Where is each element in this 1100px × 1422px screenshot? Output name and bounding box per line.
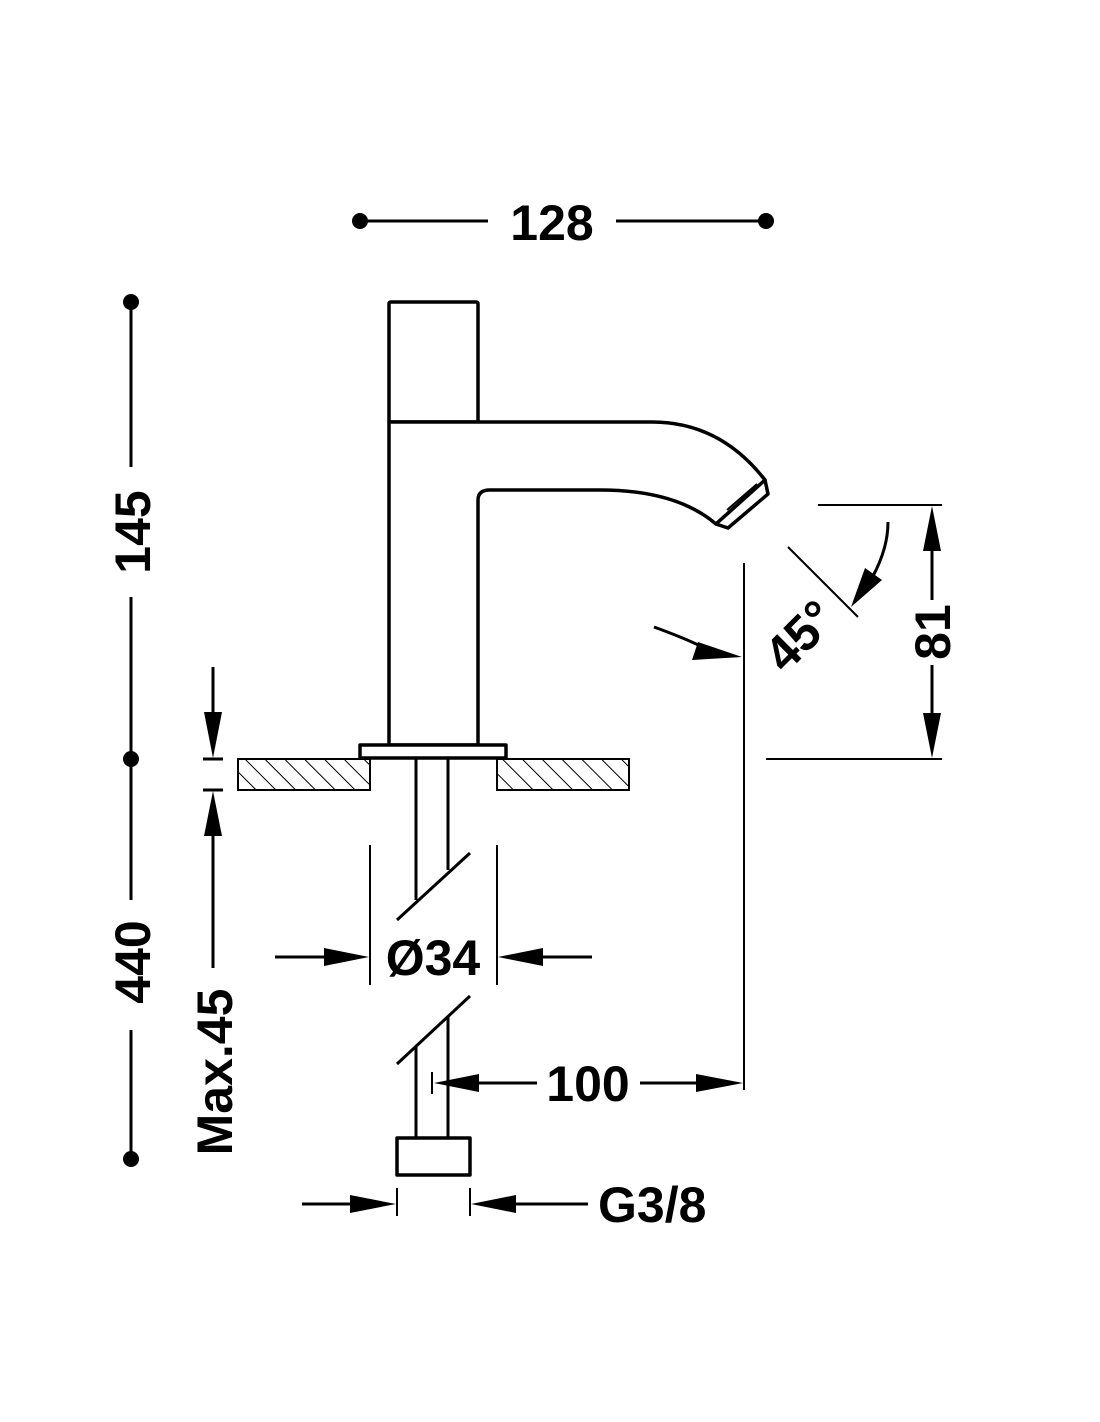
deck-dim-arrow-down (204, 712, 222, 758)
faucet-aerator (714, 478, 770, 530)
countertop-left-section (237, 758, 371, 791)
base-diameter-dimension: Ø34 (275, 845, 592, 986)
height-dim-label: 145 (105, 490, 161, 573)
height81-arrow-up (923, 506, 941, 551)
faucet-handle (387, 300, 480, 424)
width-dim-endpoint-right (758, 213, 774, 229)
pipe-break-bottom (395, 994, 472, 1066)
diameter-arrow-left (324, 948, 369, 966)
height81-arrow-down (923, 713, 941, 758)
countertop-right-section (496, 758, 630, 791)
pipe-dim-endpoint-bottom (123, 1151, 139, 1167)
thread-arrow-left (350, 1195, 396, 1213)
faucet-base-flange (358, 743, 508, 760)
supply-pipe (395, 759, 472, 1177)
thread-size-label: G3/8 (598, 1177, 706, 1233)
pipe-length-label: 440 (105, 920, 161, 1003)
reach-arrow-right (696, 1074, 743, 1092)
reach-arrow-left (434, 1074, 479, 1092)
angle-arrow-lower (692, 642, 742, 660)
height-dimension: 145 (105, 294, 161, 767)
pipe-connector-nut (395, 1136, 472, 1177)
spout-angle-dimension: 45° (653, 521, 890, 683)
pipe-length-dimension: 440 (105, 759, 161, 1167)
aerator-line (726, 483, 758, 511)
deck-thickness-dimension: Max.45 (187, 667, 243, 1155)
spout-reach-dimension: 100 (431, 563, 745, 1112)
angle-arc-upper (871, 521, 890, 577)
width-dimension: 128 (352, 195, 774, 251)
thread-dimension: G3/8 (302, 1177, 706, 1233)
pipe-break-top (395, 851, 472, 922)
deck-thickness-label: Max.45 (187, 989, 243, 1156)
angle-arrow-upper (851, 568, 882, 607)
width-dim-label: 128 (510, 195, 593, 251)
spout-angle-label: 45° (753, 589, 846, 682)
deck-dim-arrow-up (204, 791, 222, 836)
faucet (358, 300, 770, 760)
diameter-arrow-right (498, 948, 543, 966)
faucet-body (387, 420, 767, 747)
thread-arrow-right (471, 1195, 516, 1213)
countertop (237, 758, 630, 791)
base-diameter-label: Ø34 (386, 930, 481, 986)
angle-reference-line (787, 546, 859, 618)
spout-height-label: 81 (905, 604, 961, 660)
spout-height-dimension: 81 (766, 504, 961, 760)
spout-reach-label: 100 (546, 1056, 629, 1112)
